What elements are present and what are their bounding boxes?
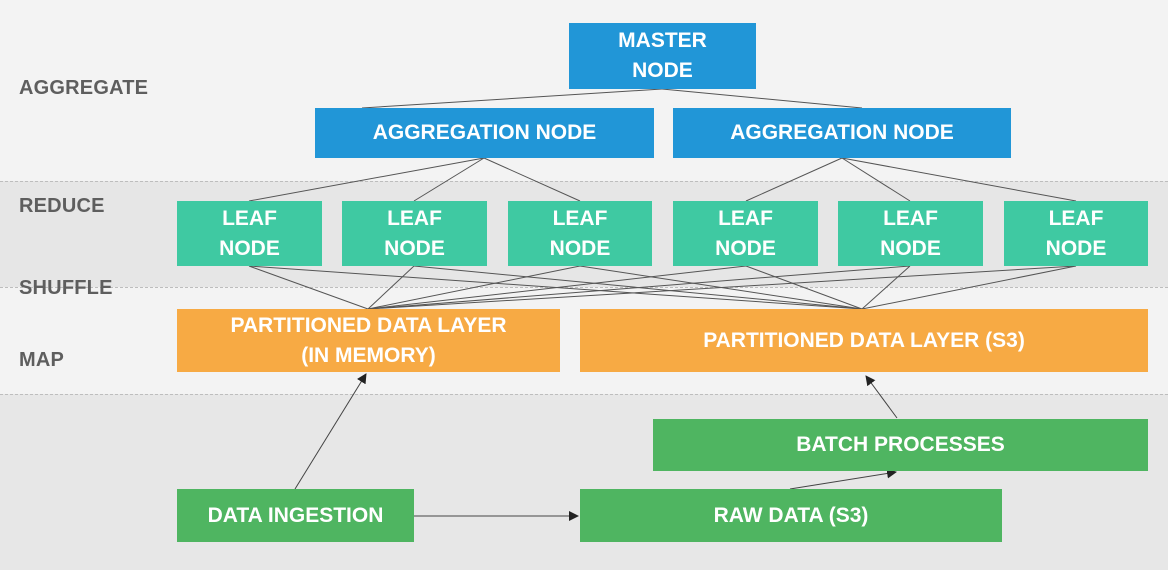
- shuffle-links: [248, 265, 1077, 310]
- divider-aggregate-reduce: [0, 181, 1168, 182]
- layer-label-reduce: REDUCE: [19, 195, 105, 217]
- partitioned-data-layer-s3: PARTITIONED DATA LAYER (S3): [580, 309, 1148, 372]
- leaf-node-6: LEAF NODE: [1004, 201, 1148, 266]
- leaf-node-4: LEAF NODE: [673, 201, 818, 266]
- leaf-node-5: LEAF NODE: [838, 201, 983, 266]
- master-aggregation-links: [361, 88, 863, 109]
- layer-label-map: MAP: [19, 349, 65, 371]
- aggregation-node-2: AGGREGATION NODE: [673, 108, 1011, 158]
- leaf-node-2: LEAF NODE: [342, 201, 487, 266]
- leaf-node-3: LEAF NODE: [508, 201, 652, 266]
- aggregation-leaf-links: [248, 157, 1077, 202]
- divider-shuffle-map: [0, 287, 1168, 288]
- layer-label-aggregate: AGGREGATE: [19, 77, 149, 99]
- flow-arrows: [294, 373, 898, 521]
- leaf-node-1: LEAF NODE: [177, 201, 322, 266]
- master-node: MASTER NODE: [569, 23, 756, 89]
- batch-processes: BATCH PROCESSES: [653, 419, 1148, 471]
- raw-data-s3: RAW DATA (S3): [580, 489, 1002, 542]
- partitioned-data-layer-memory: PARTITIONED DATA LAYER (IN MEMORY): [177, 309, 560, 372]
- aggregation-node-1: AGGREGATION NODE: [315, 108, 654, 158]
- divider-map-ingestion: [0, 394, 1168, 395]
- layer-label-shuffle: SHUFFLE: [19, 277, 113, 299]
- data-ingestion: DATA INGESTION: [177, 489, 414, 542]
